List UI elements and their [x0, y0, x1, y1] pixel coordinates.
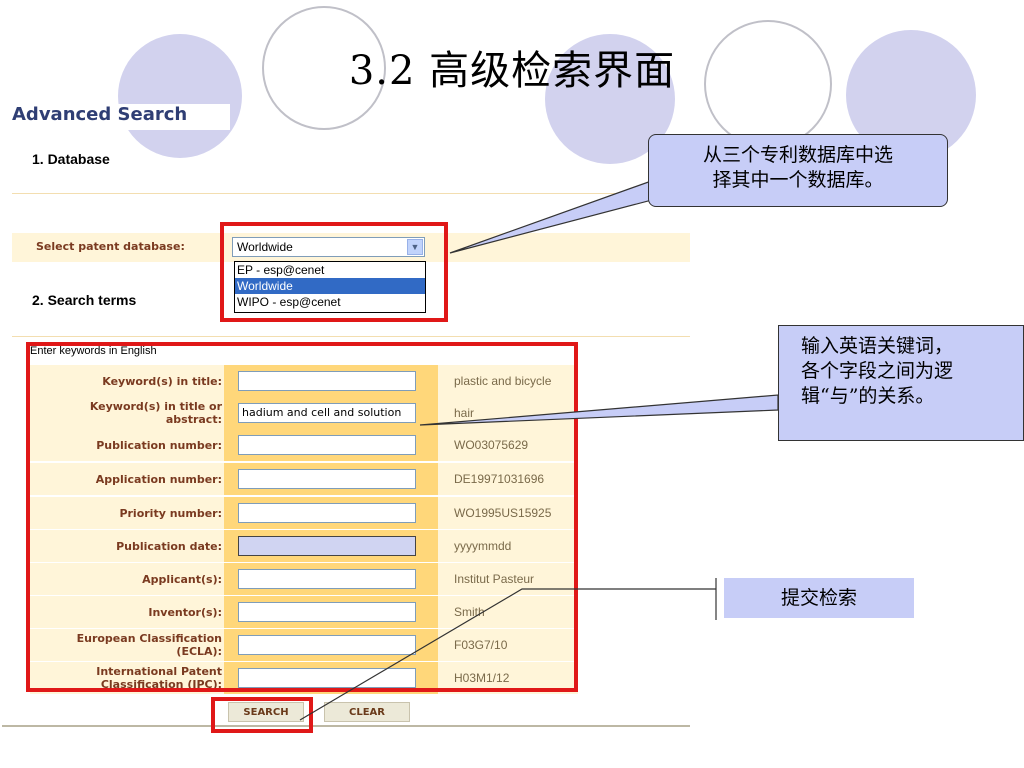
- field-example: WO03075629: [438, 429, 578, 461]
- field-label: Applicant(s):: [30, 563, 224, 595]
- field-label: Priority number:: [30, 497, 224, 529]
- publication-number-input[interactable]: [238, 435, 416, 455]
- database-callout: 从三个专利数据库中选 择其中一个数据库。: [648, 134, 948, 207]
- select-database-label: Select patent database:: [36, 240, 185, 253]
- form-row-publication-date: Publication date: yyyymmdd: [30, 530, 578, 562]
- database-dropdown-list: EP - esp@cenet Worldwide WIPO - esp@cene…: [234, 261, 426, 313]
- publication-date-input[interactable]: [238, 536, 416, 556]
- priority-number-input[interactable]: [238, 503, 416, 523]
- divider: [2, 725, 690, 727]
- field-example: yyyymmdd: [438, 530, 578, 562]
- page-heading: Advanced Search: [10, 104, 230, 130]
- callout-line: 输入英语关键词，: [801, 335, 954, 357]
- input-cell: [224, 530, 438, 562]
- callout-line: 从三个专利数据库中选: [702, 144, 893, 166]
- database-highlight-box: [220, 222, 448, 322]
- application-number-input[interactable]: [238, 469, 416, 489]
- callout-line: 择其中一个数据库。: [712, 169, 884, 191]
- input-cell: [224, 497, 438, 529]
- form-row-publication-number: Publication number: WO03075629: [30, 429, 578, 461]
- divider: [12, 336, 690, 337]
- keywords-callout: 输入英语关键词， 各个字段之间为逻 辑“与”的关系。: [778, 325, 1024, 441]
- input-cell: [224, 365, 438, 397]
- input-cell: hadium and cell and solution: [224, 397, 438, 429]
- input-cell: [224, 429, 438, 461]
- field-example: WO1995US15925: [438, 497, 578, 529]
- enter-keywords-note: Enter keywords in English: [30, 345, 157, 357]
- callout-line: 各个字段之间为逻: [801, 360, 954, 382]
- database-select[interactable]: Worldwide ▼: [232, 237, 425, 257]
- decorative-circle: [118, 34, 242, 158]
- callout-line: 辑“与”的关系。: [801, 385, 935, 407]
- field-example: DE19971031696: [438, 463, 578, 495]
- field-label: Application number:: [30, 463, 224, 495]
- abstract-keywords-input[interactable]: hadium and cell and solution: [238, 403, 416, 423]
- dropdown-option-worldwide[interactable]: Worldwide: [235, 278, 425, 294]
- form-row-title-keywords: Keyword(s) in title: plastic and bicycle: [30, 365, 578, 397]
- clear-button[interactable]: CLEAR: [324, 702, 410, 722]
- field-label: Publication date:: [30, 530, 224, 562]
- chevron-down-icon[interactable]: ▼: [407, 239, 423, 255]
- dropdown-option-ep[interactable]: EP - esp@cenet: [237, 263, 325, 277]
- field-example: plastic and bicycle: [438, 365, 578, 397]
- section-database-title: 1. Database: [32, 151, 110, 167]
- form-row-priority-number: Priority number: WO1995US15925: [30, 497, 578, 529]
- title-keywords-input[interactable]: [238, 371, 416, 391]
- submit-callout: 提交检索: [724, 578, 914, 618]
- input-cell: [224, 463, 438, 495]
- field-label: Keyword(s) in title or abstract:: [30, 397, 224, 429]
- form-row-application-number: Application number: DE19971031696: [30, 463, 578, 495]
- field-label: European Classification (ECLA):: [30, 629, 224, 661]
- field-label: Inventor(s):: [30, 596, 224, 628]
- search-button-highlight-box: [211, 697, 313, 733]
- database-selected-value: Worldwide: [237, 240, 293, 254]
- slide-title: 3.2 高级检索界面: [348, 48, 676, 94]
- search-terms-highlight-box: [26, 342, 578, 692]
- decorative-circle: [262, 6, 386, 130]
- field-label: Publication number:: [30, 429, 224, 461]
- dropdown-option-wipo[interactable]: WIPO - esp@cenet: [237, 295, 341, 309]
- field-label: Keyword(s) in title:: [30, 365, 224, 397]
- divider: [12, 193, 690, 194]
- section-search-terms-title: 2. Search terms: [32, 292, 137, 308]
